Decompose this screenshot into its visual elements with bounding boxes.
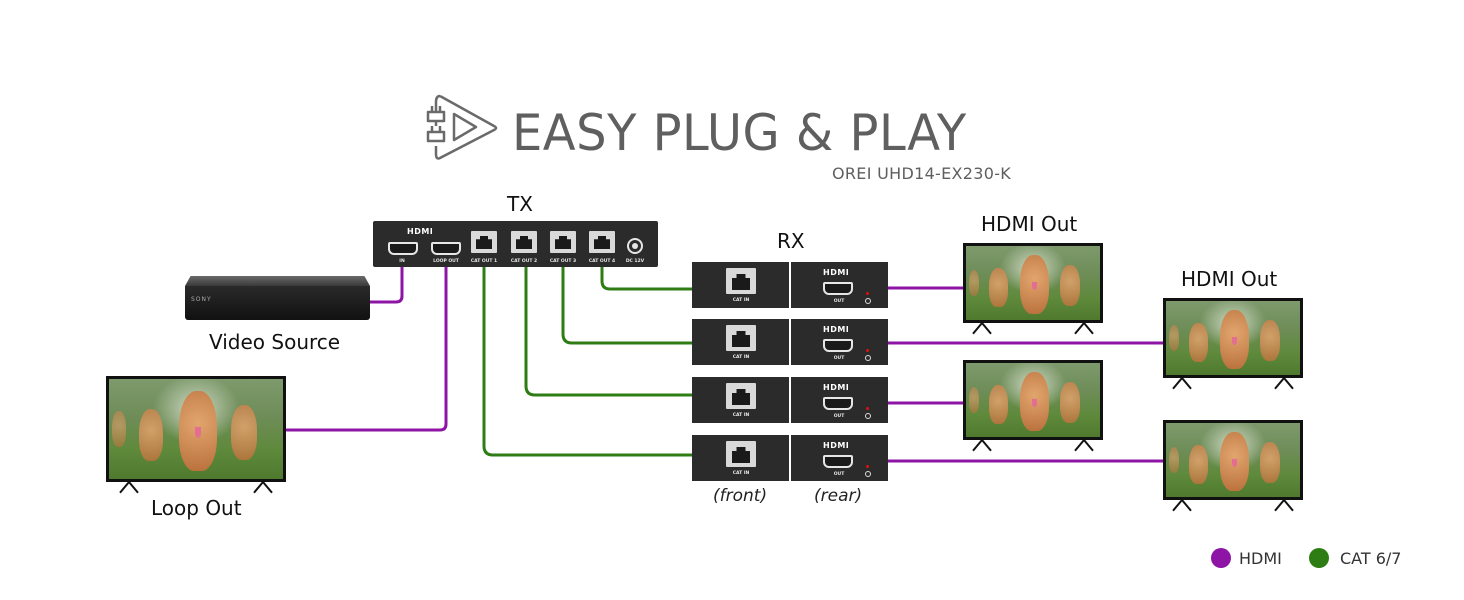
dc-power-jack [627,238,643,254]
port-label-cat-out-2: CAT OUT 2 [510,259,538,264]
port-label-cat-in: CAT IN [732,471,750,476]
port-label-cat-out-4: CAT OUT 4 [588,259,616,264]
cat-in-port [726,268,756,294]
port-label-dc: DC 12V [625,259,645,264]
cat-out-1-port [471,231,497,253]
cat-in-port [726,325,756,351]
legend-hdmi-swatch [1211,548,1231,568]
port-label-cat-in: CAT IN [732,355,750,360]
port-label-out: OUT [833,414,845,419]
rx-rear-caption: (rear) [814,486,863,506]
rx-rear-3: HDMI OUT [791,377,888,423]
port-label-out: OUT [833,299,845,304]
cat-in-port [726,441,756,467]
cat-wire-1 [482,265,694,457]
cat-in-port [726,383,756,409]
hdmi-out-port [823,339,853,352]
rx-rear-4: HDMI OUT [791,435,888,481]
legend-cat-label: CAT 6/7 [1340,549,1402,568]
hdmi-out-port [823,397,853,410]
cat-out-2-port [511,231,537,253]
port-label-in: IN [399,259,405,264]
loop-out-label: Loop Out [151,496,242,520]
rx-rear-1: HDMI OUT [791,262,888,308]
loop-out-tv [106,376,286,494]
tx-transmitter: HDMI IN LOOP OUT CAT OUT 1 CAT OUT 2 CAT… [373,221,658,267]
cat-out-3-port [550,231,576,253]
hdmi-logo: HDMI [823,268,850,277]
video-source-label: Video Source [209,330,341,354]
model-subtitle: OREI UHD14-EX230-K [832,164,1012,183]
rx-front-2: CAT IN [692,319,789,365]
status-led [866,292,869,295]
cat-wire-3 [561,265,694,345]
cat-out-4-port [589,231,615,253]
brand-logo: SONY [191,296,212,303]
cat-wire-4 [600,265,694,291]
port-label-cat-in: CAT IN [732,413,750,418]
hdmi-logo: HDMI [823,441,850,450]
rx-front-1: CAT IN [692,262,789,308]
hdmi-out-label-2: HDMI Out [1181,267,1278,291]
power-indicator-icon [865,471,871,477]
port-label-cat-in: CAT IN [732,298,750,303]
page-title: EASY PLUG & PLAY [512,104,967,162]
player-body: SONY [185,286,370,320]
rx-front-4: CAT IN [692,435,789,481]
rx-label: RX [777,229,805,253]
legend-cat-swatch [1309,548,1329,568]
plug-play-icon [426,94,498,160]
hdmi-logo: HDMI [823,325,850,334]
hdmi-logo: HDMI [407,227,434,236]
port-label-loop-out: LOOP OUT [433,259,459,264]
hdmi-logo: HDMI [823,383,850,392]
port-label-out: OUT [833,356,845,361]
hdmi-out-port [823,455,853,468]
output-tv-3 [963,360,1103,452]
power-indicator-icon [865,355,871,361]
hdmi-out-port [823,282,853,295]
hdmi-wire-source-to-tx-in [368,265,404,304]
output-tv-1 [963,243,1103,335]
rx-front-caption: (front) [713,486,768,506]
hdmi-out-label-1: HDMI Out [981,212,1078,236]
status-led [866,407,869,410]
tv-picture [109,379,283,479]
hdmi-loop-out-port [431,242,461,255]
power-indicator-icon [865,298,871,304]
tx-label: TX [507,192,533,216]
blu-ray-player: SONY [185,276,370,320]
output-tv-2 [1163,298,1303,390]
output-tv-4 [1163,420,1303,512]
hdmi-wire-loop-out [285,265,448,432]
status-led [866,465,869,468]
port-label-cat-out-3: CAT OUT 3 [549,259,577,264]
power-indicator-icon [865,413,871,419]
rx-front-3: CAT IN [692,377,789,423]
hdmi-in-port [388,242,418,255]
port-label-out: OUT [833,472,845,477]
port-label-cat-out-1: CAT OUT 1 [470,259,498,264]
legend-hdmi-label: HDMI [1239,549,1282,568]
status-led [866,349,869,352]
cat-wire-2 [524,265,694,397]
player-top [185,276,370,286]
rx-rear-2: HDMI OUT [791,319,888,365]
